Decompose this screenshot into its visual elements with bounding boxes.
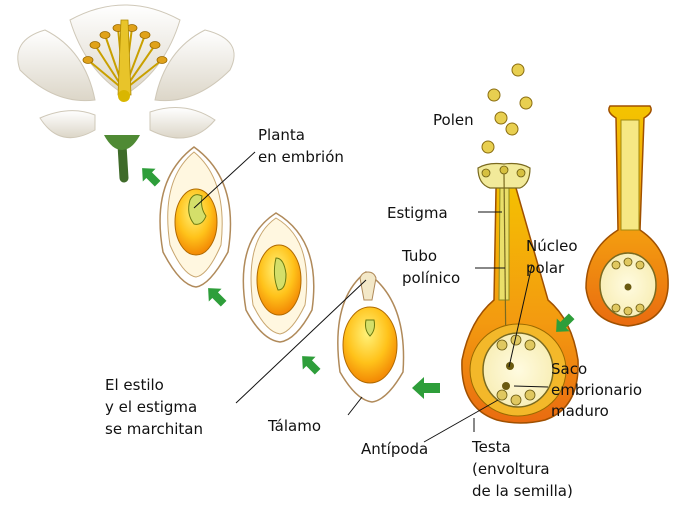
label-testa-line2: (envoltura	[472, 460, 550, 478]
arrow-icon	[202, 282, 230, 310]
label-tubo-line2: polínico	[402, 269, 460, 287]
label-planta-line1: Planta	[258, 126, 305, 144]
label-estilo-line3: se marchitan	[105, 420, 203, 438]
arrow-icon	[412, 377, 440, 399]
label-nucleo-line2: polar	[526, 259, 565, 277]
label-estilo-line1: El estilo	[105, 376, 164, 394]
seed-stage-2	[243, 213, 313, 342]
label-saco-line1: Saco	[551, 360, 587, 378]
label-estigma: Estigma	[387, 204, 448, 222]
label-antipoda: Antípoda	[361, 440, 428, 458]
seed-stage-3	[338, 272, 404, 402]
label-estilo-line2: y el estigma	[105, 398, 197, 416]
unfertilized-pistil	[586, 106, 668, 326]
seed-stage-1	[160, 147, 230, 287]
flower-illustration	[18, 5, 234, 178]
label-testa-line3: de la semilla)	[472, 482, 573, 500]
label-saco-line2: embrionario	[551, 381, 642, 399]
arrow-icon	[136, 162, 164, 190]
label-talamo: Tálamo	[267, 417, 321, 435]
label-tubo-line1: Tubo	[401, 247, 437, 265]
label-polen: Polen	[433, 111, 474, 129]
label-planta-line2: en embrión	[258, 148, 344, 166]
label-testa-line1: Testa	[471, 438, 511, 456]
pollen-grains	[482, 64, 532, 153]
label-nucleo-line1: Núcleo	[526, 237, 578, 255]
arrow-icon	[296, 350, 324, 378]
label-saco-line3: maduro	[551, 402, 609, 420]
